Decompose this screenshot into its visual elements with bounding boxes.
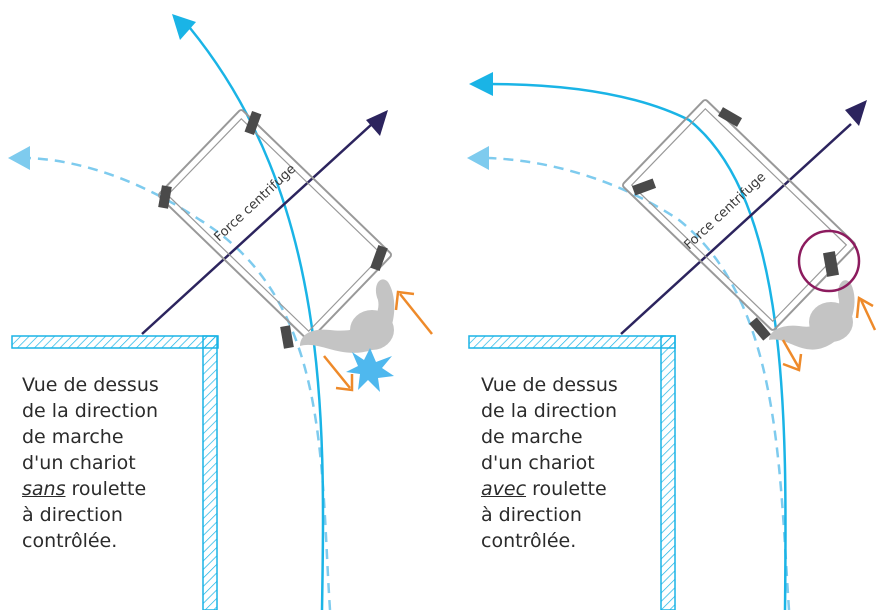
wall-corner (468, 335, 676, 610)
caption-line: de marche (22, 426, 124, 448)
wheels (631, 107, 839, 341)
operator-silhouette (300, 279, 395, 353)
caption-line: à direction (481, 504, 582, 526)
caption-line: contrôlée. (22, 530, 118, 552)
right-diagram-svg: Force centrifuge (467, 72, 877, 610)
cart-outline (158, 109, 392, 341)
caption-line: d'un chariot (22, 452, 136, 474)
left-caption: Vue de dessus de la direction de marche … (22, 372, 172, 554)
centrifugal-force-arrowhead (845, 100, 867, 126)
actual-path (189, 27, 325, 610)
wall-corner (11, 335, 219, 610)
caption-emphasis-word: sans (22, 478, 66, 500)
caption-line: de la direction (22, 400, 159, 422)
cart-outline (622, 99, 856, 331)
centrifugal-force-line (620, 123, 852, 335)
caption-line-emphasis: sans roulette (22, 476, 172, 502)
actual-path (488, 82, 787, 610)
intended-path-arrowhead (8, 146, 30, 170)
caption-emphasis-word: avec (481, 478, 527, 500)
caption-line: contrôlée. (481, 530, 577, 552)
highlight-circle (797, 229, 861, 293)
wheels (158, 110, 388, 349)
centrifugal-force-arrowhead (366, 110, 388, 136)
impact-burst (346, 348, 394, 392)
reaction-arrows (781, 295, 877, 372)
caption-line: Vue de dessus (22, 374, 159, 396)
panel-without-controlled-caster: Force centrifuge Vue de dessus de la dir… (0, 0, 438, 610)
caption-line: de marche (481, 426, 583, 448)
caption-emphasis-rest: roulette (65, 478, 147, 500)
left-diagram-svg: Force centrifuge (8, 14, 433, 610)
right-caption: Vue de dessus de la direction de marche … (481, 372, 631, 554)
reaction-arrows (323, 290, 433, 392)
caption-line: de la direction (481, 400, 618, 422)
actual-path-arrowhead (469, 72, 493, 96)
intended-path-arrowhead (467, 146, 489, 170)
caption-line-emphasis: avec roulette (481, 476, 631, 502)
caption-line: Vue de dessus (481, 374, 618, 396)
caption-line: d'un chariot (481, 452, 595, 474)
panel-with-controlled-caster: Force centrifuge Vue de dessus de la dir… (439, 0, 877, 610)
intended-path (27, 156, 332, 610)
intended-path (486, 156, 791, 610)
caption-line: à direction (22, 504, 123, 526)
operator-silhouette (769, 280, 855, 350)
centrifugal-force-line (141, 123, 373, 335)
actual-path-arrowhead (172, 14, 196, 40)
caption-emphasis-rest: roulette (526, 478, 607, 500)
